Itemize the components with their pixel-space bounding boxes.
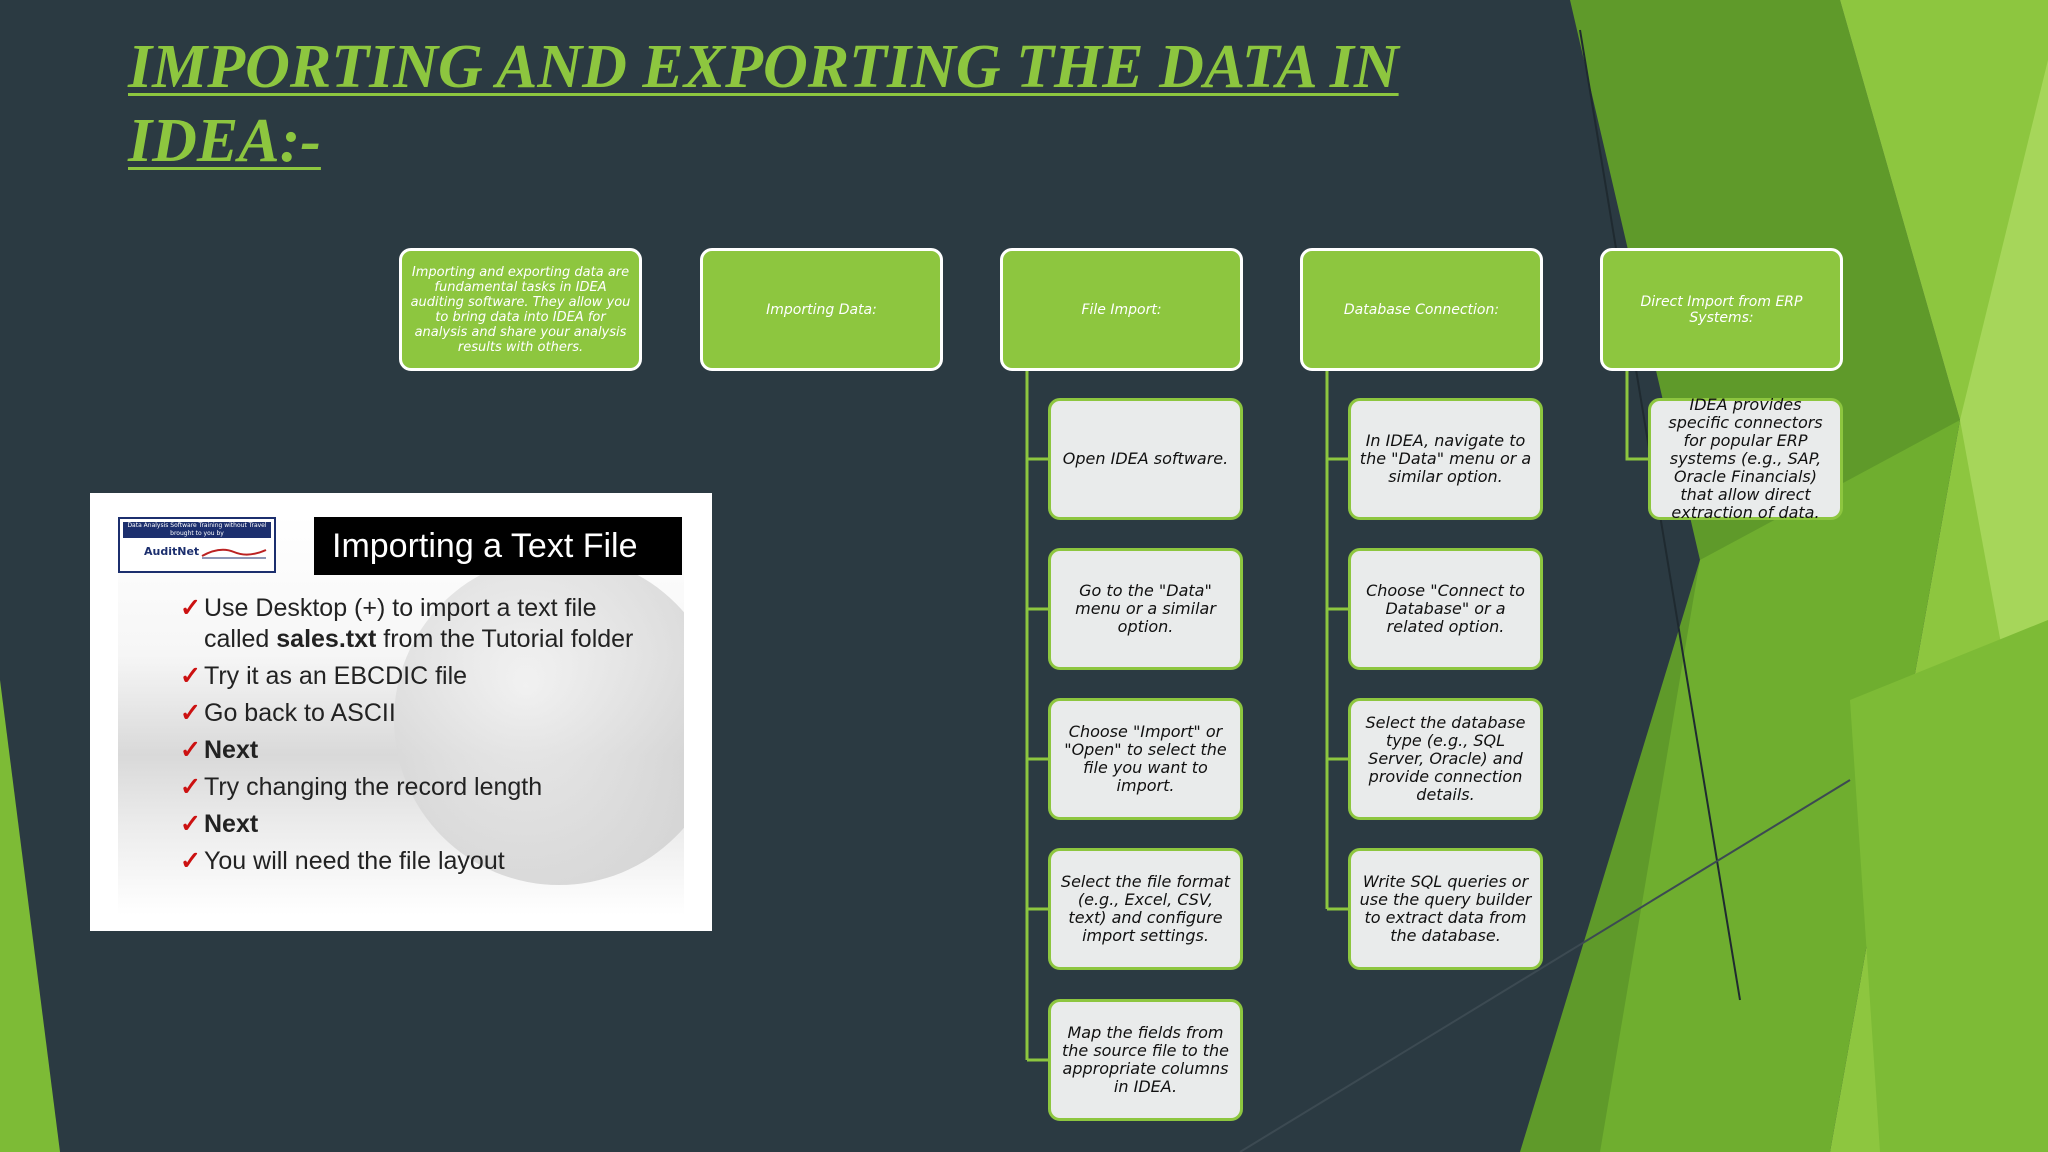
bullet-item: ✓Go back to ASCII [180, 699, 396, 727]
check-icon: ✓ [180, 847, 201, 875]
intro-box: Importing and exporting data are fundame… [399, 248, 642, 371]
file-import-step: Choose "Import" or "Open" to select the … [1048, 698, 1243, 820]
file-import-step: Select the file format (e.g., Excel, CSV… [1048, 848, 1243, 970]
green-shape-right-5 [1850, 620, 2048, 1152]
logo-name: AuditNet [144, 545, 200, 558]
database-step: Select the database type (e.g., SQL Serv… [1348, 698, 1543, 820]
importing-data-box: Importing Data: [700, 248, 943, 371]
embedded-screenshot: Data Analysis Software Training without … [90, 493, 712, 931]
page-title: IMPORTING AND EXPORTING THE DATA IN IDEA… [128, 33, 1399, 175]
logo-banner: Data Analysis Software Training without … [123, 522, 271, 538]
bullet-item: ✓Next [180, 810, 259, 838]
file-import-header: File Import: [1000, 248, 1243, 371]
file-import-step: Map the fields from the source file to t… [1048, 999, 1243, 1121]
screenshot-slide: Data Analysis Software Training without … [118, 515, 684, 915]
logo-mark-icon [201, 548, 267, 559]
bullet-item: ✓Try it as an EBCDIC file [180, 662, 468, 690]
deco-line-2 [1239, 779, 1851, 1152]
globe-background [394, 555, 684, 885]
auditnet-logo: Data Analysis Software Training without … [118, 517, 276, 573]
erp-step: IDEA provides specific connectors for po… [1648, 396, 1843, 522]
screenshot-bullets: ✓Use Desktop (+) to import a text file c… [180, 593, 634, 883]
check-icon: ✓ [180, 699, 201, 727]
erp-import-header: Direct Import from ERP Systems: [1600, 248, 1843, 371]
database-connection-header: Database Connection: [1300, 248, 1543, 371]
green-shape-right-4 [1600, 420, 1960, 1152]
bullet-item: ✓Try changing the record length [180, 773, 543, 801]
check-icon: ✓ [180, 662, 201, 690]
database-step: Write SQL queries or use the query build… [1348, 848, 1543, 970]
check-icon: ✓ [180, 773, 201, 801]
file-import-step: Go to the "Data" menu or a similar optio… [1048, 548, 1243, 670]
bullet-item: ✓Use Desktop (+) to import a text file c… [180, 594, 634, 653]
check-icon: ✓ [180, 810, 201, 838]
database-step: In IDEA, navigate to the "Data" menu or … [1348, 398, 1543, 520]
green-shape-left [0, 680, 60, 1152]
file-import-step: Open IDEA software. [1048, 398, 1243, 520]
check-icon: ✓ [180, 594, 201, 622]
database-step: Choose "Connect to Database" or a relate… [1348, 548, 1543, 670]
bullet-item: ✓You will need the file layout [180, 847, 505, 875]
check-icon: ✓ [180, 736, 201, 764]
bullet-item: ✓Next [180, 736, 259, 764]
screenshot-title: Importing a Text File [314, 517, 682, 575]
